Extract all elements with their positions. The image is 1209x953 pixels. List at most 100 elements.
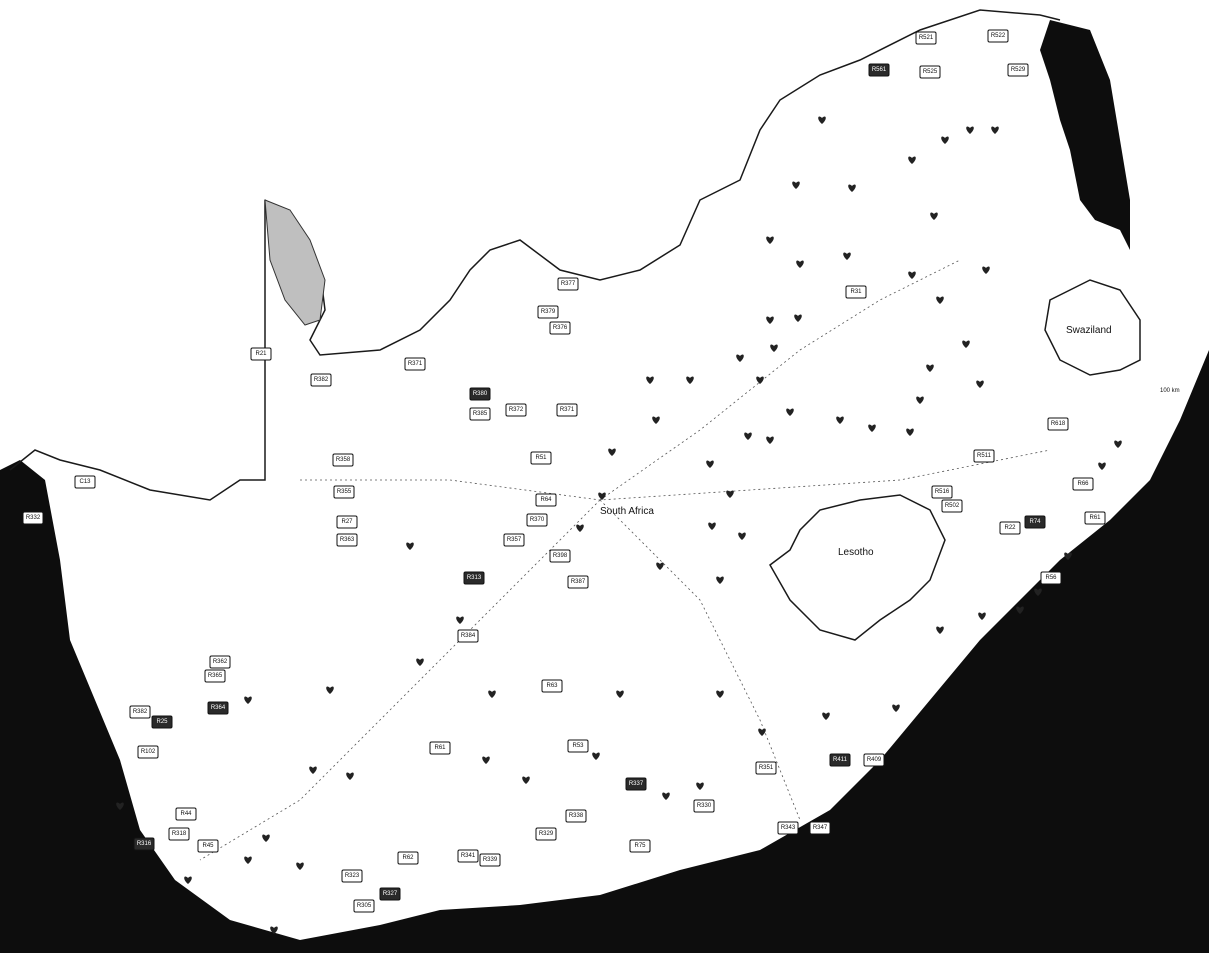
route-shield-label: R329 <box>539 831 554 837</box>
heart-icon[interactable] <box>309 766 317 774</box>
heart-icon[interactable] <box>406 542 414 550</box>
heart-icon[interactable] <box>662 792 670 800</box>
heart-icon[interactable] <box>346 772 354 780</box>
heart-icon[interactable] <box>978 612 986 620</box>
heart-icon[interactable] <box>843 252 851 260</box>
heart-icon[interactable] <box>892 704 900 712</box>
heart-icon[interactable] <box>941 136 949 144</box>
heart-icon[interactable] <box>848 184 856 192</box>
heart-icon[interactable] <box>936 626 944 634</box>
route-shield: R618 <box>1047 417 1069 431</box>
route-shield-label: R337 <box>629 781 644 787</box>
heart-icon[interactable] <box>868 424 876 432</box>
heart-icon[interactable] <box>766 236 774 244</box>
heart-icon[interactable] <box>696 782 704 790</box>
heart-icon[interactable] <box>962 340 970 348</box>
heart-icon[interactable] <box>522 776 530 784</box>
heart-icon[interactable] <box>796 260 804 268</box>
heart-icon[interactable] <box>576 524 584 532</box>
heart-icon[interactable] <box>488 690 496 698</box>
heart-icon[interactable] <box>794 314 802 322</box>
heart-icon[interactable] <box>456 616 464 624</box>
heart-icon[interactable] <box>716 690 724 698</box>
heart-icon[interactable] <box>1114 440 1122 448</box>
heart-icon[interactable] <box>936 296 944 304</box>
heart-icon[interactable] <box>908 156 916 164</box>
route-shield: R64 <box>535 493 557 507</box>
heart-icon[interactable] <box>792 181 800 189</box>
heart-icon[interactable] <box>652 416 660 424</box>
heart-icon[interactable] <box>906 428 914 436</box>
heart-icon[interactable] <box>758 728 766 736</box>
heart-icon[interactable] <box>598 492 606 500</box>
heart-icon[interactable] <box>686 376 694 384</box>
heart-icon[interactable] <box>656 562 664 570</box>
route-shield-label: R45 <box>202 843 214 849</box>
route-shield-label: R384 <box>461 633 476 639</box>
route-shield: R351 <box>755 761 777 775</box>
route-shield-label: R398 <box>553 553 568 559</box>
heart-icon[interactable] <box>262 834 270 842</box>
heart-icon[interactable] <box>1098 462 1106 470</box>
heart-icon[interactable] <box>244 696 252 704</box>
heart-icon[interactable] <box>270 926 278 934</box>
heart-icon[interactable] <box>706 460 714 468</box>
heart-icon[interactable] <box>976 380 984 388</box>
heart-icon[interactable] <box>482 756 490 764</box>
route-shield-label: R64 <box>540 497 552 503</box>
heart-icon[interactable] <box>184 876 192 884</box>
heart-icon[interactable] <box>991 126 999 134</box>
heart-icon[interactable] <box>836 416 844 424</box>
heart-icon[interactable] <box>1034 588 1042 596</box>
route-shield: R66 <box>1072 477 1094 491</box>
heart-icon[interactable] <box>716 576 724 584</box>
heart-icon[interactable] <box>1064 552 1072 560</box>
heart-icon[interactable] <box>966 126 974 134</box>
heart-icon[interactable] <box>1016 606 1024 614</box>
route-shield-label: R364 <box>211 705 226 711</box>
heart-icon[interactable] <box>770 344 778 352</box>
ocean <box>0 20 1209 953</box>
route-shield: R31 <box>845 285 867 299</box>
heart-icon[interactable] <box>608 448 616 456</box>
heart-icon[interactable] <box>766 436 774 444</box>
heart-icon[interactable] <box>756 376 764 384</box>
heart-icon[interactable] <box>244 856 252 864</box>
heart-icon[interactable] <box>726 490 734 498</box>
heart-icon[interactable] <box>296 862 304 870</box>
heart-icon[interactable] <box>786 408 794 416</box>
heart-icon[interactable] <box>822 712 830 720</box>
heart-icon[interactable] <box>116 802 124 810</box>
route-shield-label: R31 <box>850 289 862 295</box>
heart-icon[interactable] <box>416 658 424 666</box>
route-shield: R21 <box>250 347 272 361</box>
heart-icon[interactable] <box>766 316 774 324</box>
route-shield-label: R330 <box>697 803 712 809</box>
heart-icon[interactable] <box>736 354 744 362</box>
heart-icon[interactable] <box>738 532 746 540</box>
route-shield: R318 <box>168 827 190 841</box>
route-shield-label: R365 <box>208 673 223 679</box>
heart-icon[interactable] <box>908 271 916 279</box>
heart-icon[interactable] <box>926 364 934 372</box>
heart-icon[interactable] <box>982 266 990 274</box>
heart-icon[interactable] <box>646 376 654 384</box>
route-shield: R347 <box>809 821 831 835</box>
route-shield: R329 <box>535 827 557 841</box>
route-shield: R337 <box>625 777 647 791</box>
route-shield-label: R362 <box>213 659 228 665</box>
heart-icon[interactable] <box>616 690 624 698</box>
route-shield: R398 <box>549 549 571 563</box>
heart-icon[interactable] <box>930 212 938 220</box>
heart-icon[interactable] <box>326 686 334 694</box>
heart-icon[interactable] <box>708 522 716 530</box>
route-shield-label: R22 <box>1004 525 1016 531</box>
heart-icon[interactable] <box>744 432 752 440</box>
route-shield: R61 <box>429 741 451 755</box>
heart-icon[interactable] <box>916 396 924 404</box>
heart-icon[interactable] <box>818 116 826 124</box>
route-shield: R51 <box>530 451 552 465</box>
heart-icon[interactable] <box>592 752 600 760</box>
route-shield-label: R511 <box>977 453 992 459</box>
route-shield-label: R323 <box>345 873 360 879</box>
